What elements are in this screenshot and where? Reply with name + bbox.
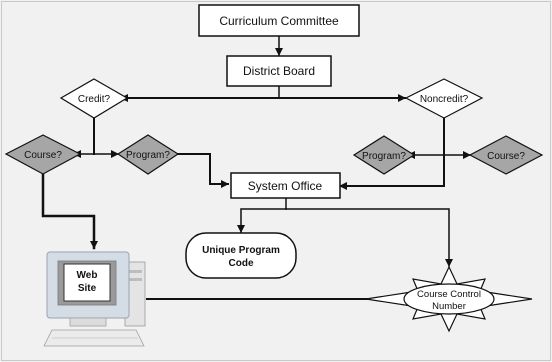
unique-program-code-line1: Unique Program <box>202 245 280 256</box>
credit-label: Credit? <box>78 94 111 105</box>
program-decision-credit: Program? <box>116 134 180 175</box>
course-control-number-line1: Course Control <box>417 289 481 300</box>
noncredit-decision: Noncredit? <box>404 78 484 119</box>
tower-drive-slot <box>128 278 142 281</box>
program-noncredit-label: Program? <box>362 151 406 162</box>
program-decision-noncredit: Program? <box>352 135 416 175</box>
course-decision-credit: Course? <box>4 134 82 175</box>
noncredit-label: Noncredit? <box>420 94 469 105</box>
system-office-label: System Office <box>248 179 323 193</box>
course-decision-noncredit: Course? <box>468 135 544 175</box>
course-noncredit-label: Course? <box>487 151 525 162</box>
program-credit-label: Program? <box>126 150 170 161</box>
web-site-line1: Web <box>77 270 98 281</box>
course-credit-label: Course? <box>24 150 62 161</box>
web-site-computer: Web Site <box>43 251 146 347</box>
system-office-box: System Office <box>230 172 341 199</box>
web-site-box <box>63 263 111 302</box>
tower-drive-slot <box>128 270 142 273</box>
arrow-noncredit-to-system-office <box>339 117 445 190</box>
district-board-label: District Board <box>243 64 315 78</box>
arrow-course-to-web-site <box>41 172 98 250</box>
unique-program-code-box: Unique Program Code <box>185 232 297 279</box>
unique-program-code-line2: Code <box>229 258 254 269</box>
arrow-to-course-control-number <box>285 208 453 267</box>
course-control-number-burst: Course Control Number <box>365 265 533 333</box>
arrow-program-to-system-office <box>177 153 229 188</box>
monitor-stand <box>69 317 107 327</box>
web-site-line2: Site <box>78 283 97 294</box>
credit-decision: Credit? <box>59 78 129 119</box>
arrow-to-unique-program-code <box>237 208 287 233</box>
course-control-number-line2: Number <box>432 301 466 312</box>
connectors <box>41 35 471 303</box>
course-control-number-ellipse <box>403 283 495 315</box>
district-board-box: District Board <box>226 55 332 87</box>
curriculum-committee-label: Curriculum Committee <box>219 14 339 28</box>
curriculum-committee-box: Curriculum Committee <box>198 4 360 37</box>
